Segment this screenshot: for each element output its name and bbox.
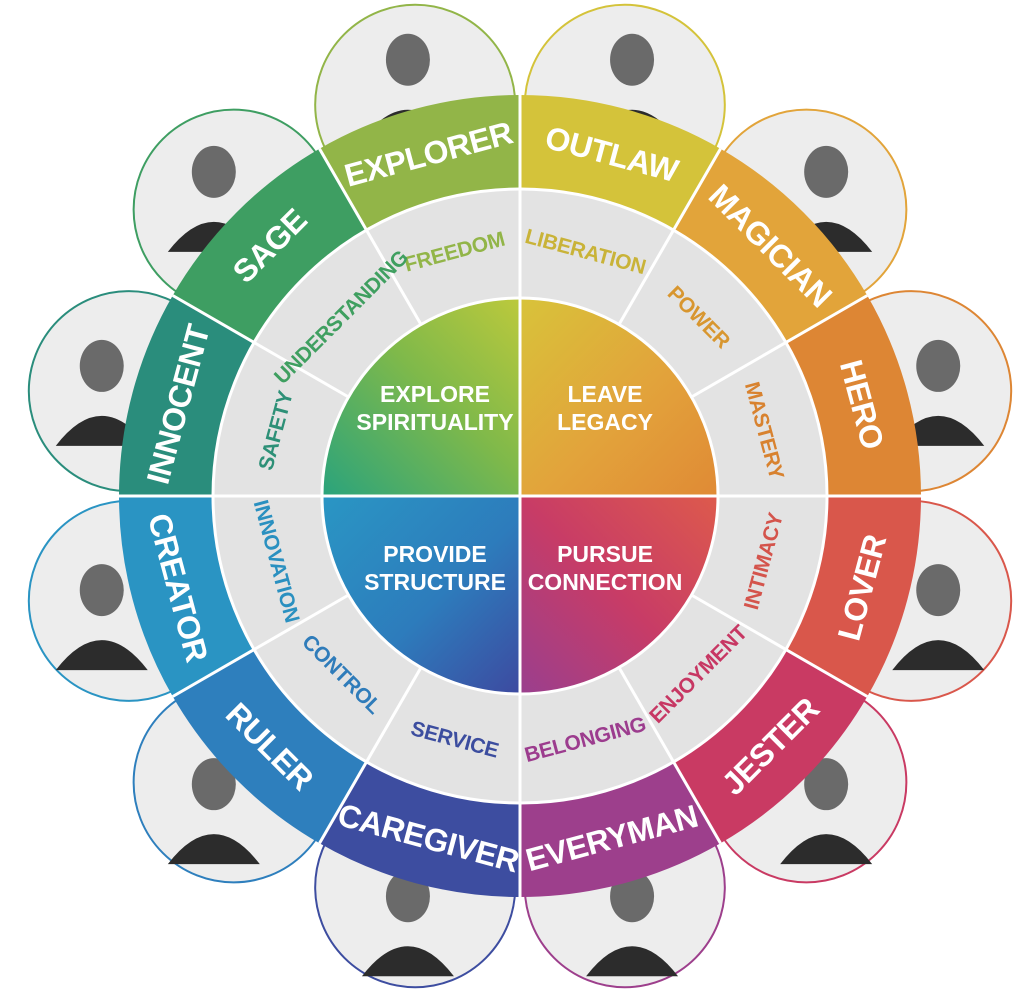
archetype-band-ruler [172,649,367,844]
motive-band-everyman [520,667,674,803]
archetype-band-sage [172,148,367,343]
archetype-band-jester [673,649,868,844]
core-quadrant-provide-structure [322,496,520,694]
archetype-band-lover [785,496,921,697]
archetype-band-hero [785,295,921,496]
motive-band-outlaw [520,189,674,325]
core-quadrant-explore-spirituality [322,298,520,496]
motive-band-lover [691,496,827,650]
motive-band-explorer [366,189,520,325]
motive-band-creator [213,496,349,650]
archetype-band-explorer [319,95,520,231]
archetype-band-magician [673,148,868,343]
motive-band-innocent [213,342,349,496]
archetype-band-innocent [119,295,255,496]
core-quadrant-pursue-connection [520,496,718,694]
archetype-band-everyman [520,761,721,897]
ring-dividers [119,95,921,897]
archetype-ring [119,95,921,897]
core-quadrant-leave-legacy [520,298,718,496]
archetype-band-caregiver [319,761,520,897]
motive-band-caregiver [366,667,520,803]
archetype-band-outlaw [520,95,721,231]
motive-band-hero [691,342,827,496]
core-quadrants [322,298,718,694]
archetype-band-creator [119,496,255,697]
